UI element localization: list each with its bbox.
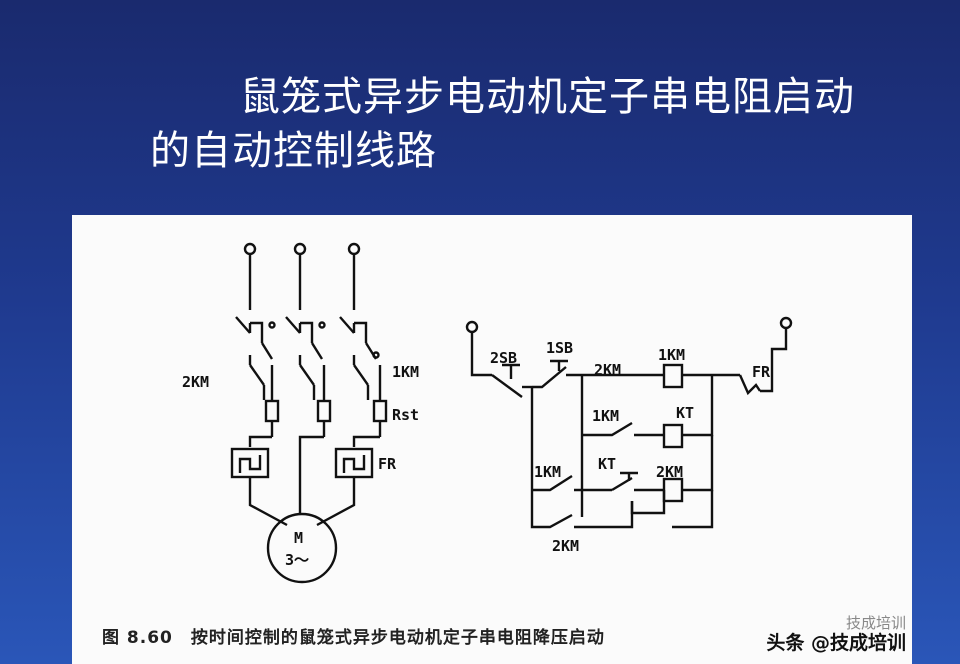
label-motor-m: M	[294, 529, 303, 547]
figure-caption: 图 8.60 按时间控制的鼠笼式异步电动机定子串电阻降压启动	[102, 623, 605, 648]
terminal-l2	[293, 242, 307, 256]
caption-number: 图 8.60	[102, 628, 173, 648]
title-line-2: 的自动控制线路	[150, 128, 437, 174]
terminal-l1	[243, 242, 257, 256]
resistor-1	[264, 399, 280, 423]
coil-1km	[662, 363, 684, 389]
watermark: 技成培训 头条 @技成培训	[766, 613, 906, 654]
label-1km-branch: 1KM	[534, 463, 561, 481]
label-2km-bottom: 2KM	[552, 537, 579, 555]
main-circuit	[230, 242, 388, 584]
terminal-l3	[347, 242, 361, 256]
label-fr-ctrl: FR	[752, 363, 771, 381]
terminal-ctrl-left	[465, 320, 479, 334]
label-2km-coil: 2KM	[656, 463, 683, 481]
label-fr-main: FR	[378, 455, 397, 473]
coil-kt	[662, 423, 684, 449]
resistor-3	[372, 399, 388, 423]
label-1sb: 1SB	[546, 339, 573, 357]
label-kt-coil: KT	[676, 404, 694, 422]
label-1km-coil: 1KM	[658, 346, 685, 364]
diagram-panel: 2KM 1KM Rst FR M 3～	[72, 215, 912, 664]
label-2km-ctrl-top: 2KM	[594, 361, 621, 379]
label-motor-phase: 3～	[285, 551, 309, 569]
label-rst: Rst	[392, 406, 419, 424]
title-line-1: 鼠笼式异步电动机定子串电阻启动	[240, 74, 855, 120]
label-2km-main: 2KM	[182, 373, 209, 391]
terminal-ctrl-right	[779, 316, 793, 330]
motor	[266, 512, 338, 584]
watermark-line: 头条 @技成培训	[766, 632, 906, 654]
label-1km-main: 1KM	[392, 363, 419, 381]
label-2sb: 2SB	[490, 349, 517, 367]
caption-text: 按时间控制的鼠笼式异步电动机定子串电阻降压启动	[190, 628, 605, 648]
resistor-2	[316, 399, 332, 423]
circuit-diagram: 2KM 1KM Rst FR M 3～	[182, 242, 793, 584]
label-1km-contact: 1KM	[592, 407, 619, 425]
control-circuit	[465, 316, 793, 529]
label-kt-contact: KT	[598, 455, 616, 473]
slide-title: 鼠笼式异步电动机定子串电阻启动 的自动控制线路	[150, 70, 910, 178]
coil-2km	[662, 477, 684, 503]
watermark-brand: 技成培训	[845, 614, 906, 632]
